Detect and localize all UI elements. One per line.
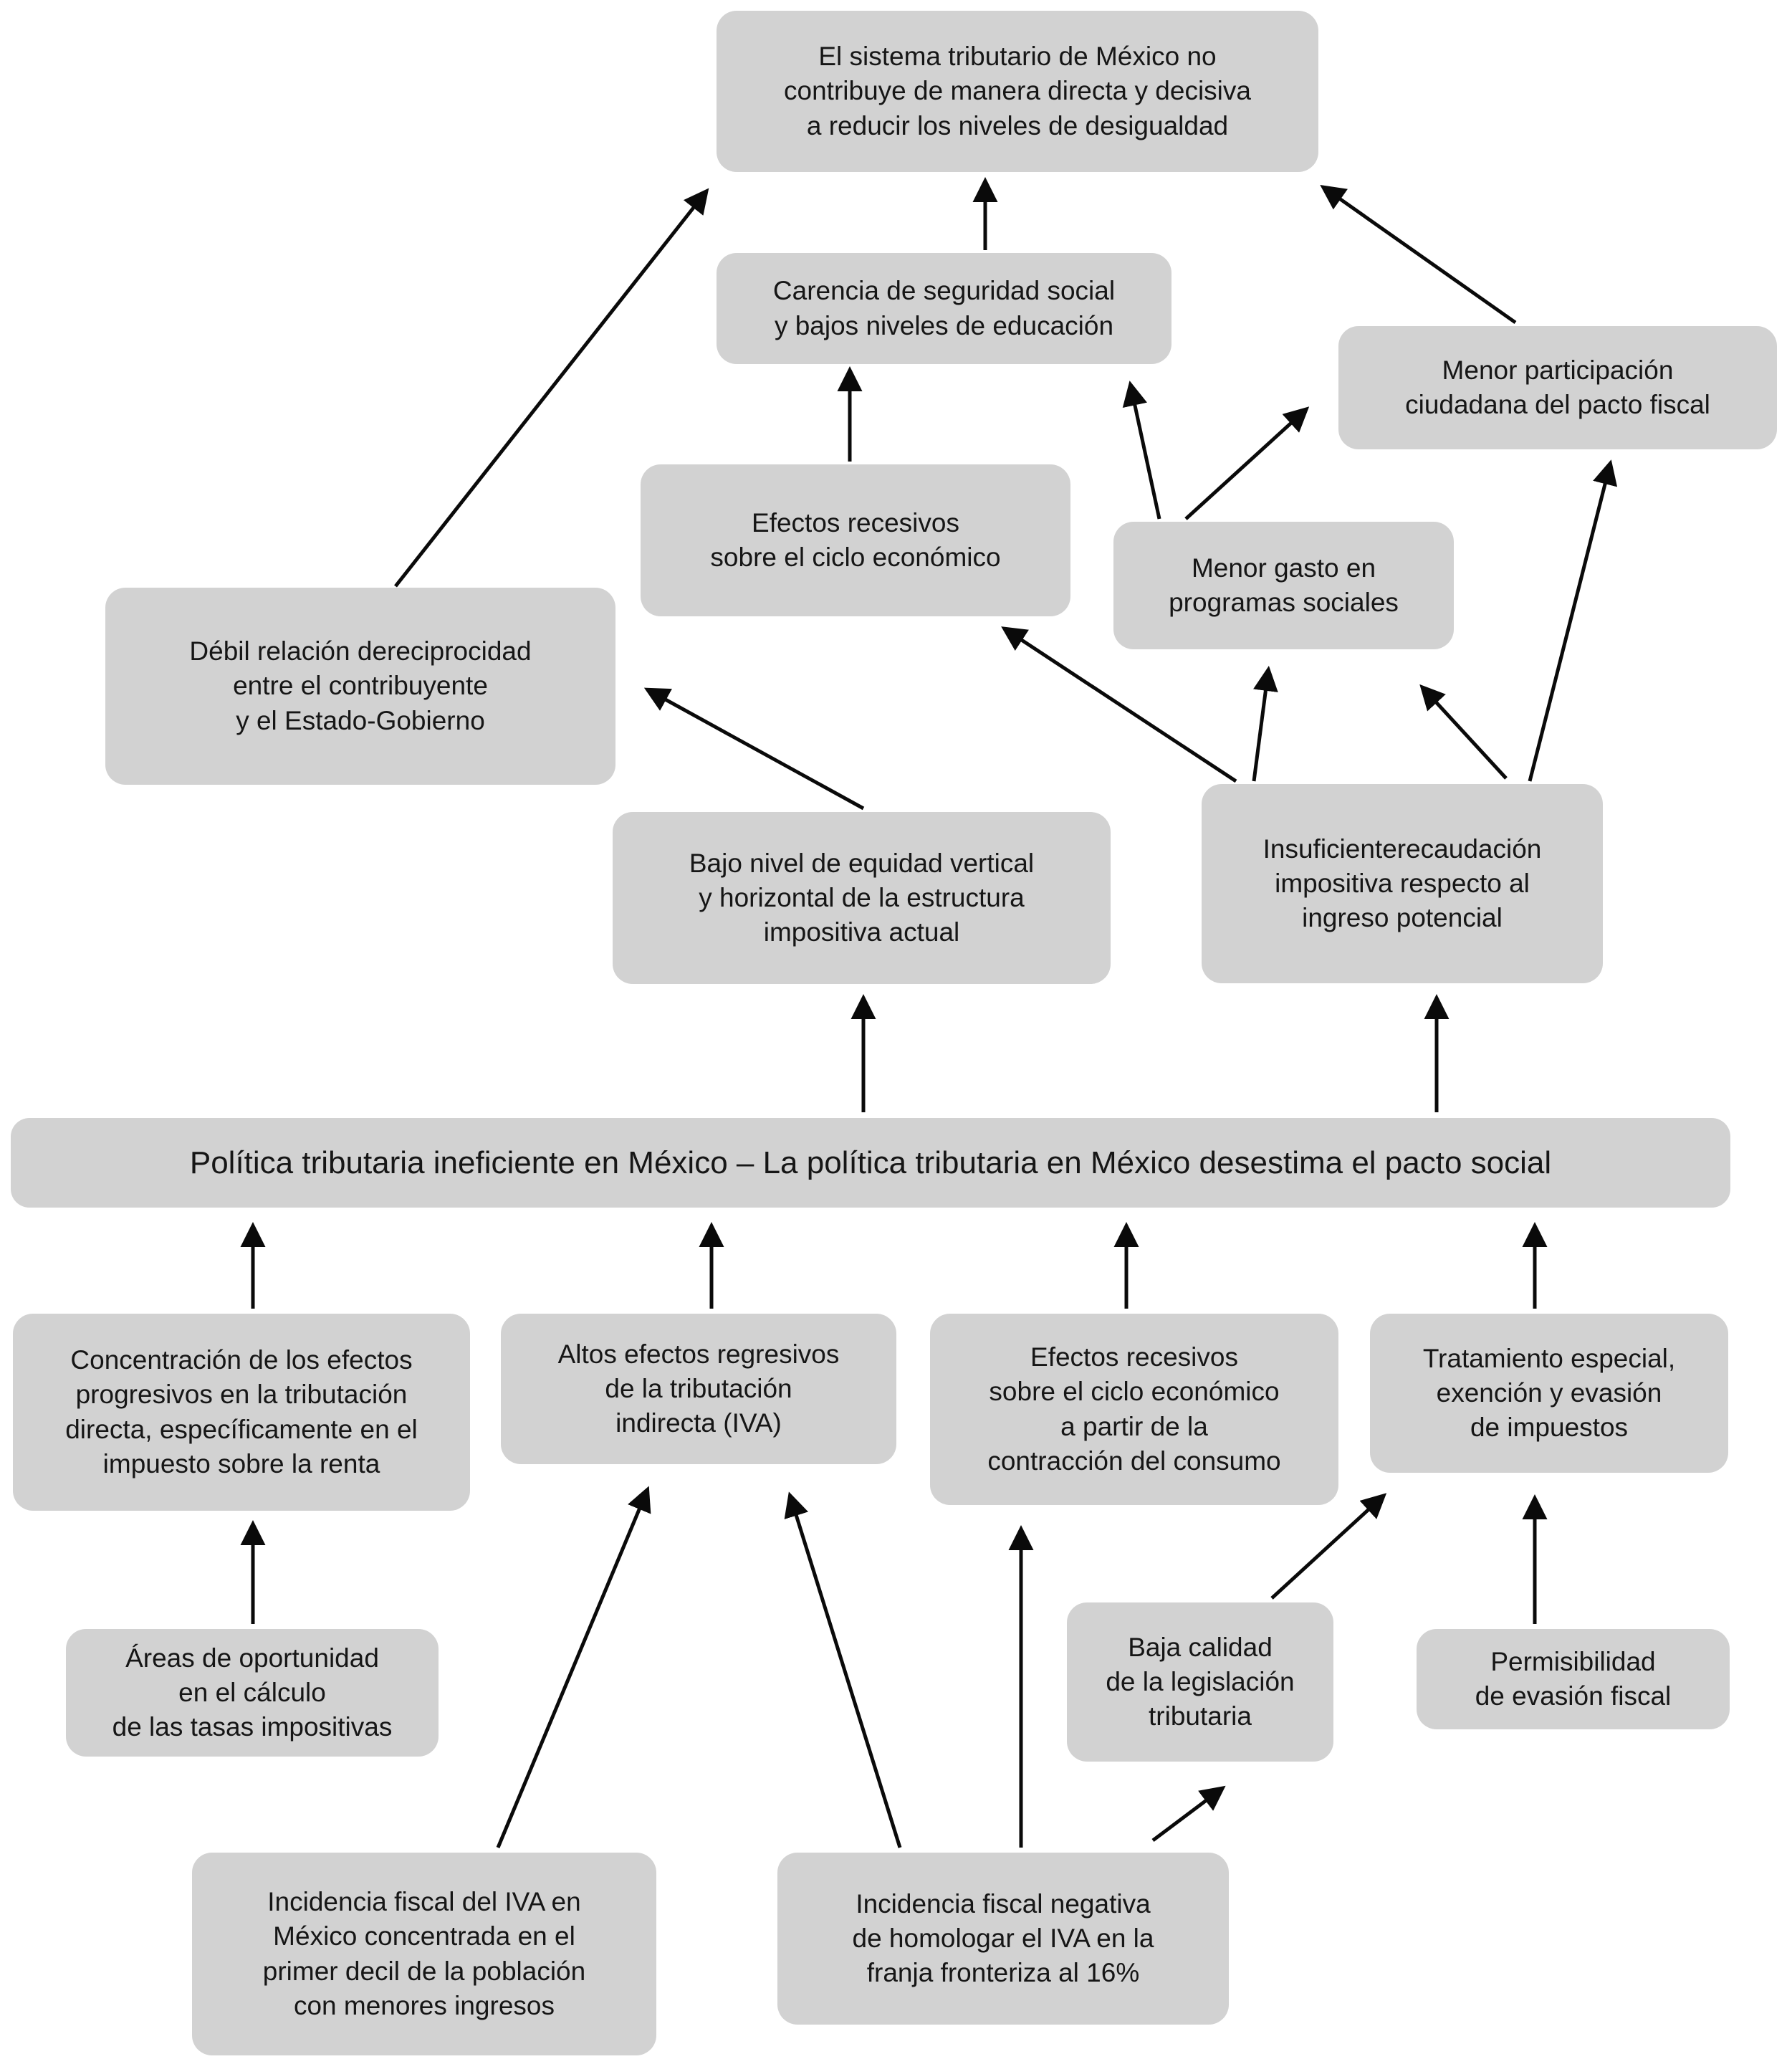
node-sistema-tributario: El sistema tributario de México no contr… <box>717 11 1318 172</box>
node-permisibilidad-label: Permisibilidad de evasión fiscal <box>1475 1646 1672 1711</box>
arrow-homologar-to-baja-calidad <box>1151 1785 1226 1842</box>
node-areas-oportunidad: Áreas de oportunidad en el cálculo de la… <box>66 1629 439 1757</box>
node-menor-gasto-label: Menor gasto en programas sociales <box>1169 553 1399 617</box>
node-recesivos-consumo-label: Efectos recesivos sobre el ciclo económi… <box>987 1342 1281 1476</box>
arrow-menor-gasto-to-participacion <box>1184 406 1310 520</box>
node-efectos-recesivos-label: Efectos recesivos sobre el ciclo económi… <box>710 507 1001 572</box>
node-debil-relacion-label: Débil relación dereciprocidad entre el c… <box>189 636 532 735</box>
node-efectos-recesivos: Efectos recesivos sobre el ciclo económi… <box>641 464 1070 616</box>
node-altos-regresivos: Altos efectos regresivos de la tributaci… <box>501 1314 896 1464</box>
arrow-insuficiente-to-menor-gasto <box>1252 666 1278 782</box>
arrow-menor-gasto-to-carencia <box>1122 381 1161 520</box>
node-menor-participacion-label: Menor participación ciudadana del pacto … <box>1405 355 1710 419</box>
arrow-incidencia-decil-to-altos <box>496 1486 651 1848</box>
arrow-participacion-to-sistema <box>1320 184 1517 325</box>
arrow-baja-calidad-to-tratamiento <box>1270 1493 1387 1600</box>
arrow-homologar-to-altos <box>784 1491 902 1848</box>
node-politica-central-label: Política tributaria ineficiente en Méxic… <box>189 1145 1552 1180</box>
node-incidencia-iva-decil: Incidencia fiscal del IVA en México conc… <box>192 1853 656 2055</box>
node-recesivos-consumo: Efectos recesivos sobre el ciclo económi… <box>930 1314 1338 1505</box>
node-politica-central: Política tributaria ineficiente en Méxic… <box>11 1118 1730 1208</box>
node-tratamiento-especial: Tratamiento especial, exención y evasión… <box>1370 1314 1728 1473</box>
node-carencia-seguridad-label: Carencia de seguridad social y bajos niv… <box>772 276 1116 340</box>
node-incidencia-iva-decil-label: Incidencia fiscal del IVA en México conc… <box>262 1887 586 2020</box>
node-baja-calidad: Baja calidad de la legislación tributari… <box>1067 1602 1333 1762</box>
node-incidencia-homologar: Incidencia fiscal negativa de homologar … <box>777 1853 1229 2025</box>
node-carencia-seguridad: Carencia de seguridad social y bajos niv… <box>717 253 1171 364</box>
node-sistema-tributario-label: El sistema tributario de México no contr… <box>784 42 1251 140</box>
node-menor-gasto: Menor gasto en programas sociales <box>1113 522 1454 649</box>
node-baja-calidad-label: Baja calidad de la legislación tributari… <box>1106 1632 1295 1731</box>
node-insuficiente-recaudacion: Insuficienterecaudación impositiva respe… <box>1202 784 1603 983</box>
arrow-insuficiente-to-menor-gasto-right <box>1419 684 1508 780</box>
node-menor-participacion: Menor participación ciudadana del pacto … <box>1338 326 1777 449</box>
arrow-debil-to-sistema <box>394 188 709 588</box>
node-debil-relacion: Débil relación dereciprocidad entre el c… <box>105 588 615 785</box>
node-areas-oportunidad-label: Áreas de oportunidad en el cálculo de la… <box>112 1643 393 1742</box>
node-insuficiente-recaudacion-label: Insuficienterecaudación impositiva respe… <box>1262 833 1542 933</box>
node-altos-regresivos-label: Altos efectos regresivos de la tributaci… <box>557 1339 840 1438</box>
arrow-bajo-nivel-to-debil <box>643 687 865 811</box>
arrow-insuficiente-to-participacion <box>1528 459 1618 782</box>
node-permisibilidad: Permisibilidad de evasión fiscal <box>1417 1629 1730 1729</box>
node-concentracion-efectos-label: Concentración de los efectos progresivos… <box>65 1345 418 1478</box>
node-incidencia-homologar-label: Incidencia fiscal negativa de homologar … <box>852 1888 1154 1988</box>
node-bajo-nivel-equidad: Bajo nivel de equidad vertical y horizon… <box>613 812 1111 984</box>
node-bajo-nivel-equidad-label: Bajo nivel de equidad vertical y horizon… <box>689 848 1035 947</box>
node-tratamiento-especial-label: Tratamiento especial, exención y evasión… <box>1422 1343 1676 1443</box>
node-concentracion-efectos: Concentración de los efectos progresivos… <box>13 1314 470 1511</box>
arrow-insuficiente-to-efectos-recesivos <box>1001 626 1237 783</box>
